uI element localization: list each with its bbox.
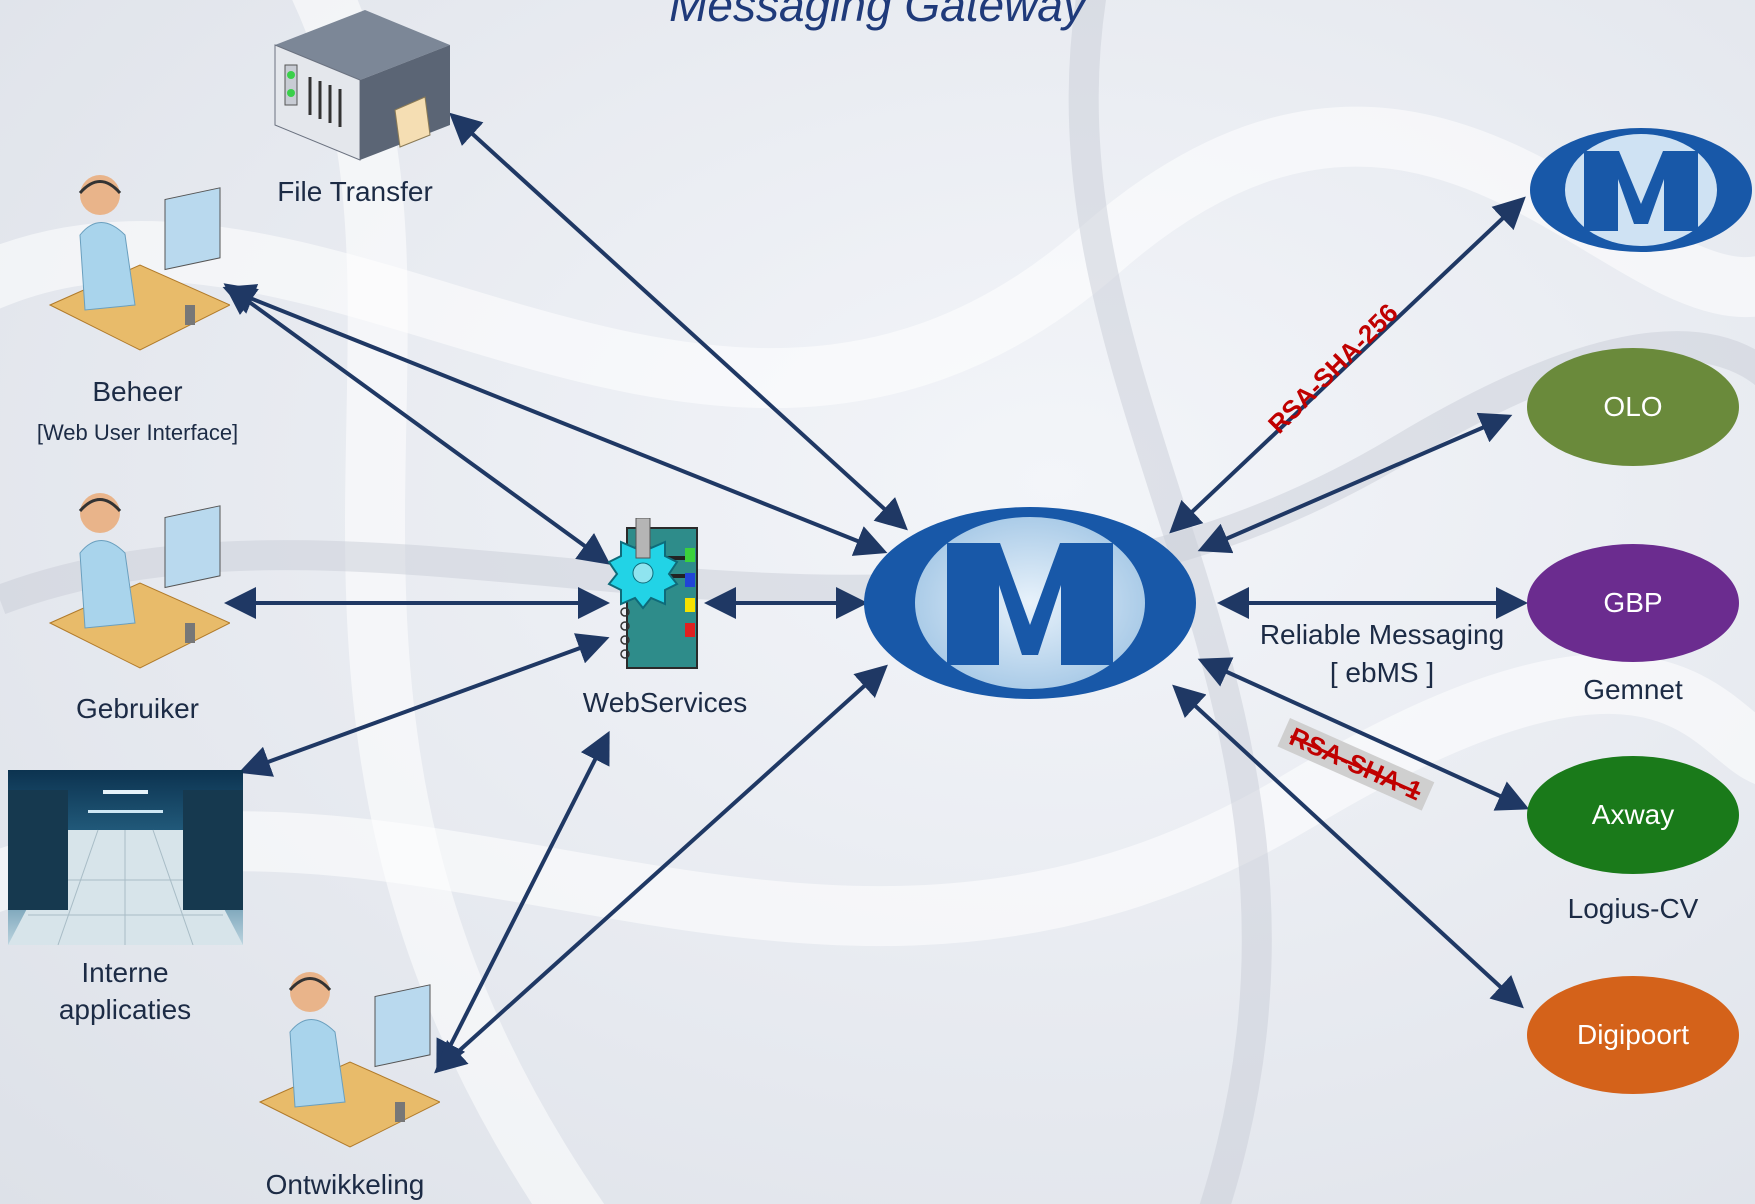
central-hub-logo [862, 505, 1198, 701]
arrow-filetransfer-hub [449, 112, 908, 531]
axway-label: Axway [1591, 799, 1675, 830]
server-icon [274, 10, 450, 161]
page-title: Messaging Gateway [669, 0, 1086, 31]
mm-logo-icon [1530, 128, 1752, 252]
digipoort-node: Digipoort [1527, 976, 1739, 1094]
person-at-computer-icon [48, 493, 232, 669]
ontwikkeling-node [255, 962, 442, 1162]
ontwikkeling-label: Ontwikkeling [265, 1169, 425, 1200]
arrow-hub-olo [1197, 412, 1513, 554]
datacenter-icon [8, 770, 243, 946]
interne-label-line2: applicaties [58, 994, 192, 1025]
webservices-node [605, 517, 715, 678]
person-at-computer-icon [48, 175, 232, 351]
interne-label-line1: Interne [81, 957, 169, 988]
arrow-beheer-hub [222, 284, 888, 556]
logius-cv-label: Logius-CV [1567, 893, 1699, 924]
beheer-node [45, 165, 232, 365]
olo-node: OLO [1527, 348, 1739, 466]
axway-node: Axway [1527, 756, 1739, 874]
gebruiker-node [45, 483, 232, 683]
arrow-hub-digipoort [1172, 684, 1524, 1009]
beheer-label: Beheer [92, 376, 183, 407]
digipoort-label: Digipoort [1576, 1019, 1690, 1050]
mm-logo-icon [864, 507, 1196, 699]
olo-label: OLO [1603, 391, 1663, 422]
ebms-label: [ ebMS ] [1329, 657, 1435, 688]
arrow-webservices-interne [238, 633, 610, 777]
gebruiker-label: Gebruiker [76, 693, 199, 724]
reliable-messaging-label: Reliable Messaging [1259, 619, 1505, 650]
gbp-label: GBP [1603, 587, 1663, 618]
arrow-ontwikkeling-webservices [436, 730, 610, 1074]
file-transfer-label: File Transfer [277, 176, 433, 207]
arrow-beheer-webservices [223, 283, 611, 565]
gbp-node: GBP [1527, 544, 1739, 662]
gemnet-label: Gemnet [1583, 674, 1683, 705]
person-at-computer-icon [258, 972, 442, 1148]
datacenter-image [8, 770, 243, 946]
beheer-sublabel: [Web User Interface] [36, 420, 239, 445]
webservices-label: WebServices [582, 687, 748, 718]
arrow-ontwikkeling-hub [434, 664, 888, 1074]
webservice-component-icon [607, 517, 698, 669]
partner-mm-logo [1528, 126, 1754, 254]
file-transfer-node [255, 5, 455, 165]
